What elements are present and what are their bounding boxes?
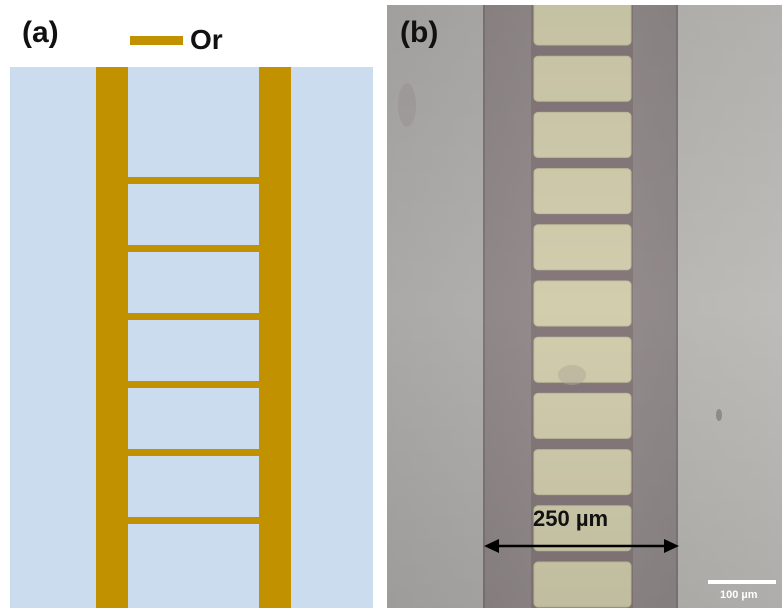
ladder-schematic xyxy=(10,67,373,608)
dimension-arrow xyxy=(484,539,679,553)
left-gold-rail xyxy=(96,67,128,608)
dimension-label: 250 µm xyxy=(533,506,609,531)
panel-a-label: (a) xyxy=(22,16,59,49)
gold-rung xyxy=(128,313,259,320)
right-gold-rail xyxy=(259,67,291,608)
gold-rung xyxy=(128,177,259,184)
scale-bar xyxy=(708,580,776,584)
legend-label: Or xyxy=(190,24,223,55)
gold-rung xyxy=(128,381,259,388)
micrograph xyxy=(387,5,782,608)
legend-swatch-gold xyxy=(130,36,183,45)
gold-rung xyxy=(128,449,259,456)
gold-rung xyxy=(128,517,259,524)
panel-b-label: (b) xyxy=(400,16,439,49)
gold-rungs xyxy=(128,177,259,524)
micrograph-vignette xyxy=(387,5,782,608)
scale-bar-label: 100 µm xyxy=(720,589,758,601)
gold-rung xyxy=(128,245,259,252)
substrate-background xyxy=(10,67,373,608)
